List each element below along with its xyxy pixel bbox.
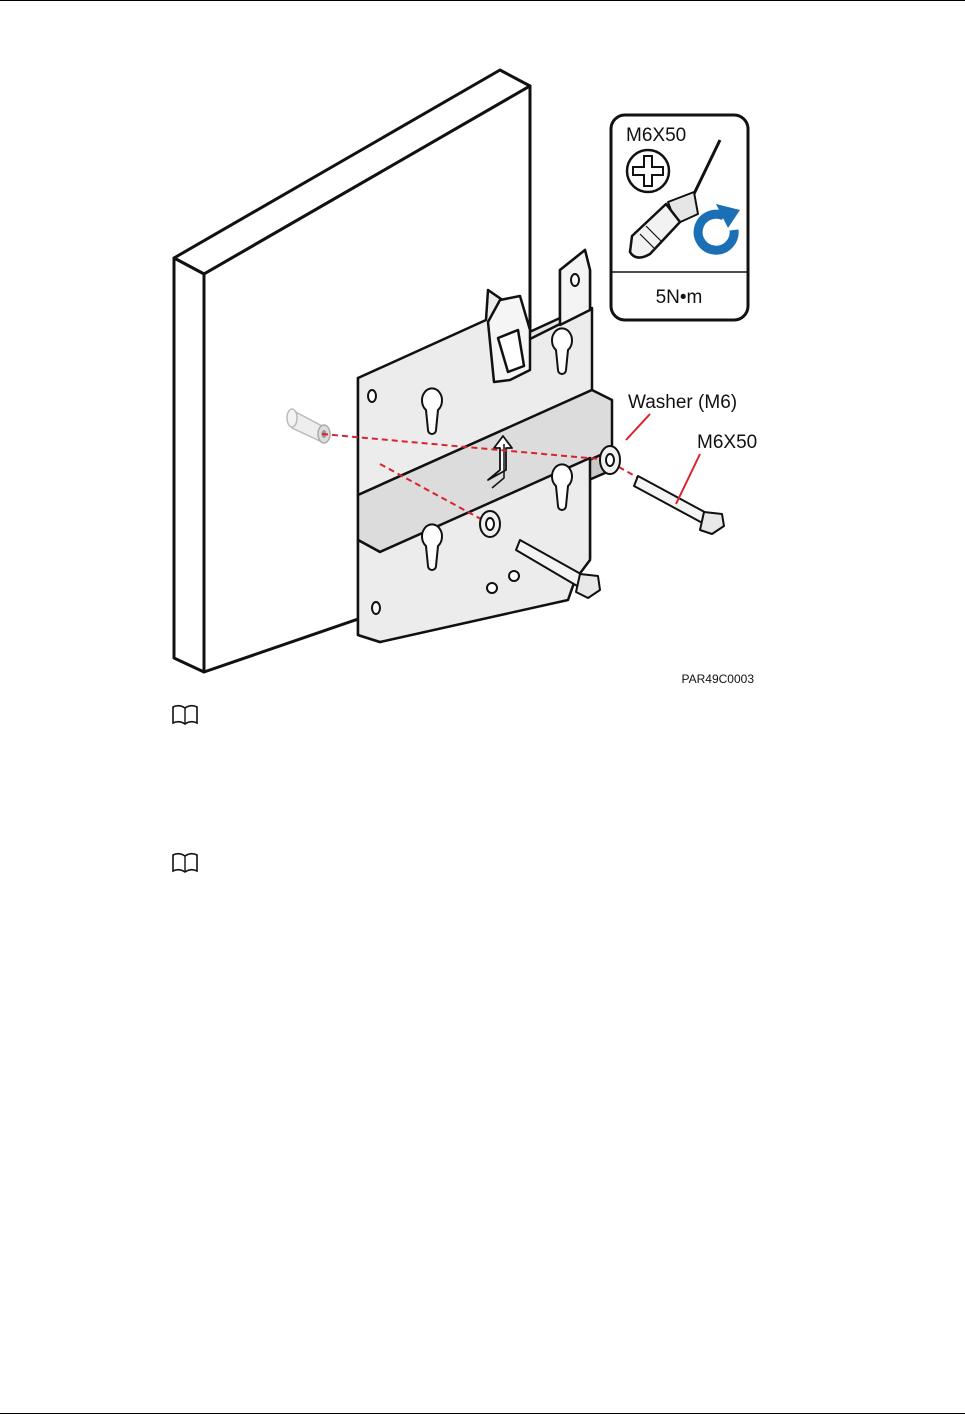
- tool-panel-screw-spec: M6X50: [626, 125, 686, 146]
- phillips-head-icon: [627, 150, 669, 192]
- washer-callout-label: Washer (M6): [628, 392, 737, 413]
- screw-callout-label: M6X50: [697, 432, 757, 453]
- book-icon: [170, 703, 200, 727]
- book-icon: [170, 851, 200, 875]
- tool-panel-torque: 5N•m: [656, 287, 703, 308]
- figure-id: PAR49C0003: [682, 672, 755, 686]
- tool-panel: M6X50 5N•m: [611, 115, 748, 320]
